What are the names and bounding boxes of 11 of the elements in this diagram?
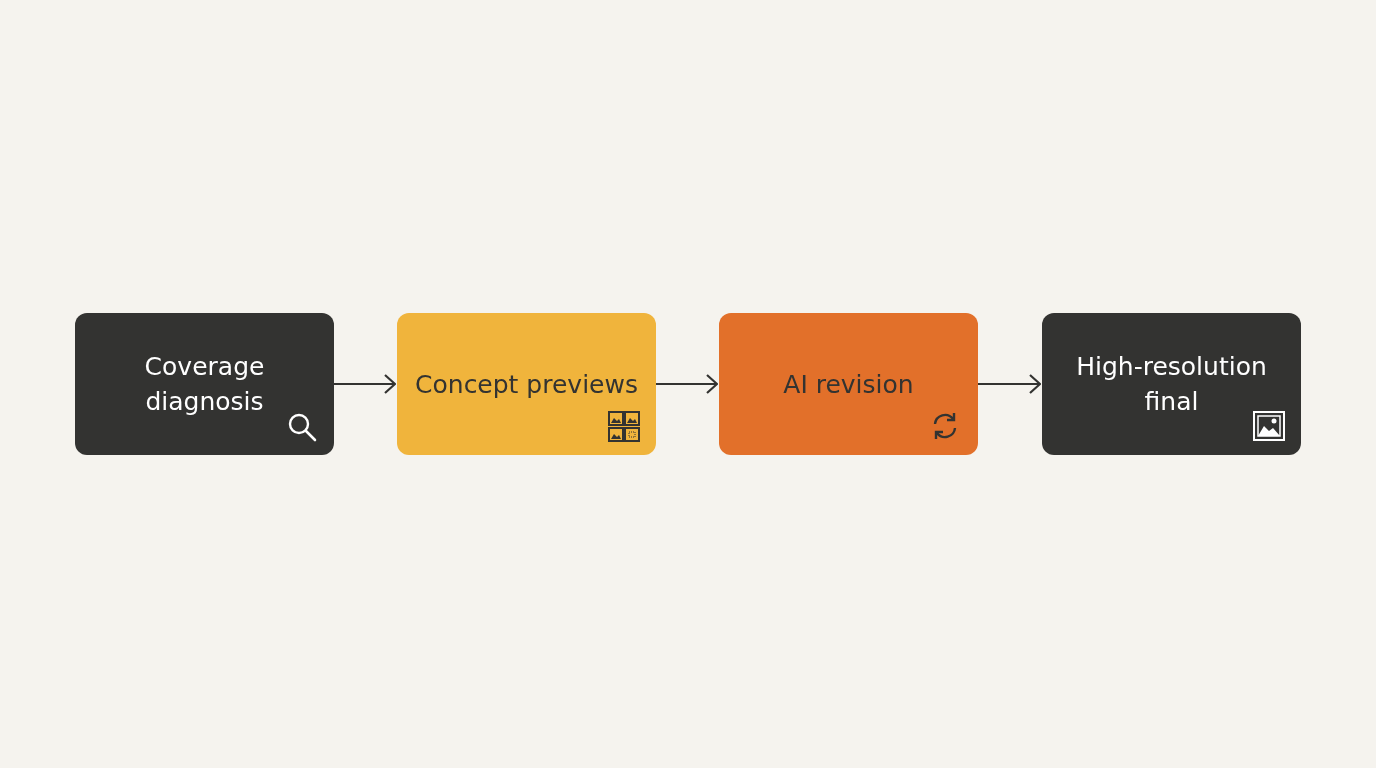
process-box	[1042, 313, 1301, 455]
step-label: AI revision	[783, 368, 914, 401]
arrow	[656, 373, 719, 395]
step-label: High-resolution final	[1075, 351, 1268, 418]
arrow	[334, 373, 397, 395]
process-box	[75, 313, 334, 455]
step-label: Concept previews	[415, 368, 638, 401]
process-box	[397, 313, 656, 455]
arrow	[978, 373, 1042, 395]
process-box	[719, 313, 978, 455]
step-label: Coverage diagnosis	[143, 351, 266, 418]
